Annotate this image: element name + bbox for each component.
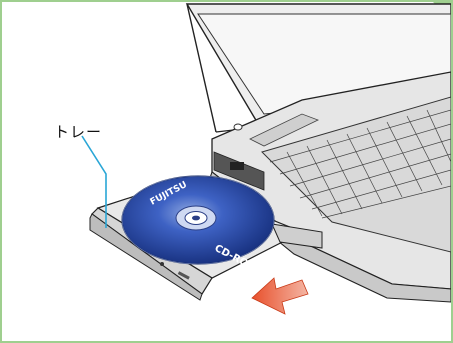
tray-callout-label: トレー xyxy=(54,121,102,142)
eject-direction-arrow xyxy=(252,278,308,314)
cd-tray-illustration: FUJITSU CD-ROM xyxy=(2,2,451,341)
